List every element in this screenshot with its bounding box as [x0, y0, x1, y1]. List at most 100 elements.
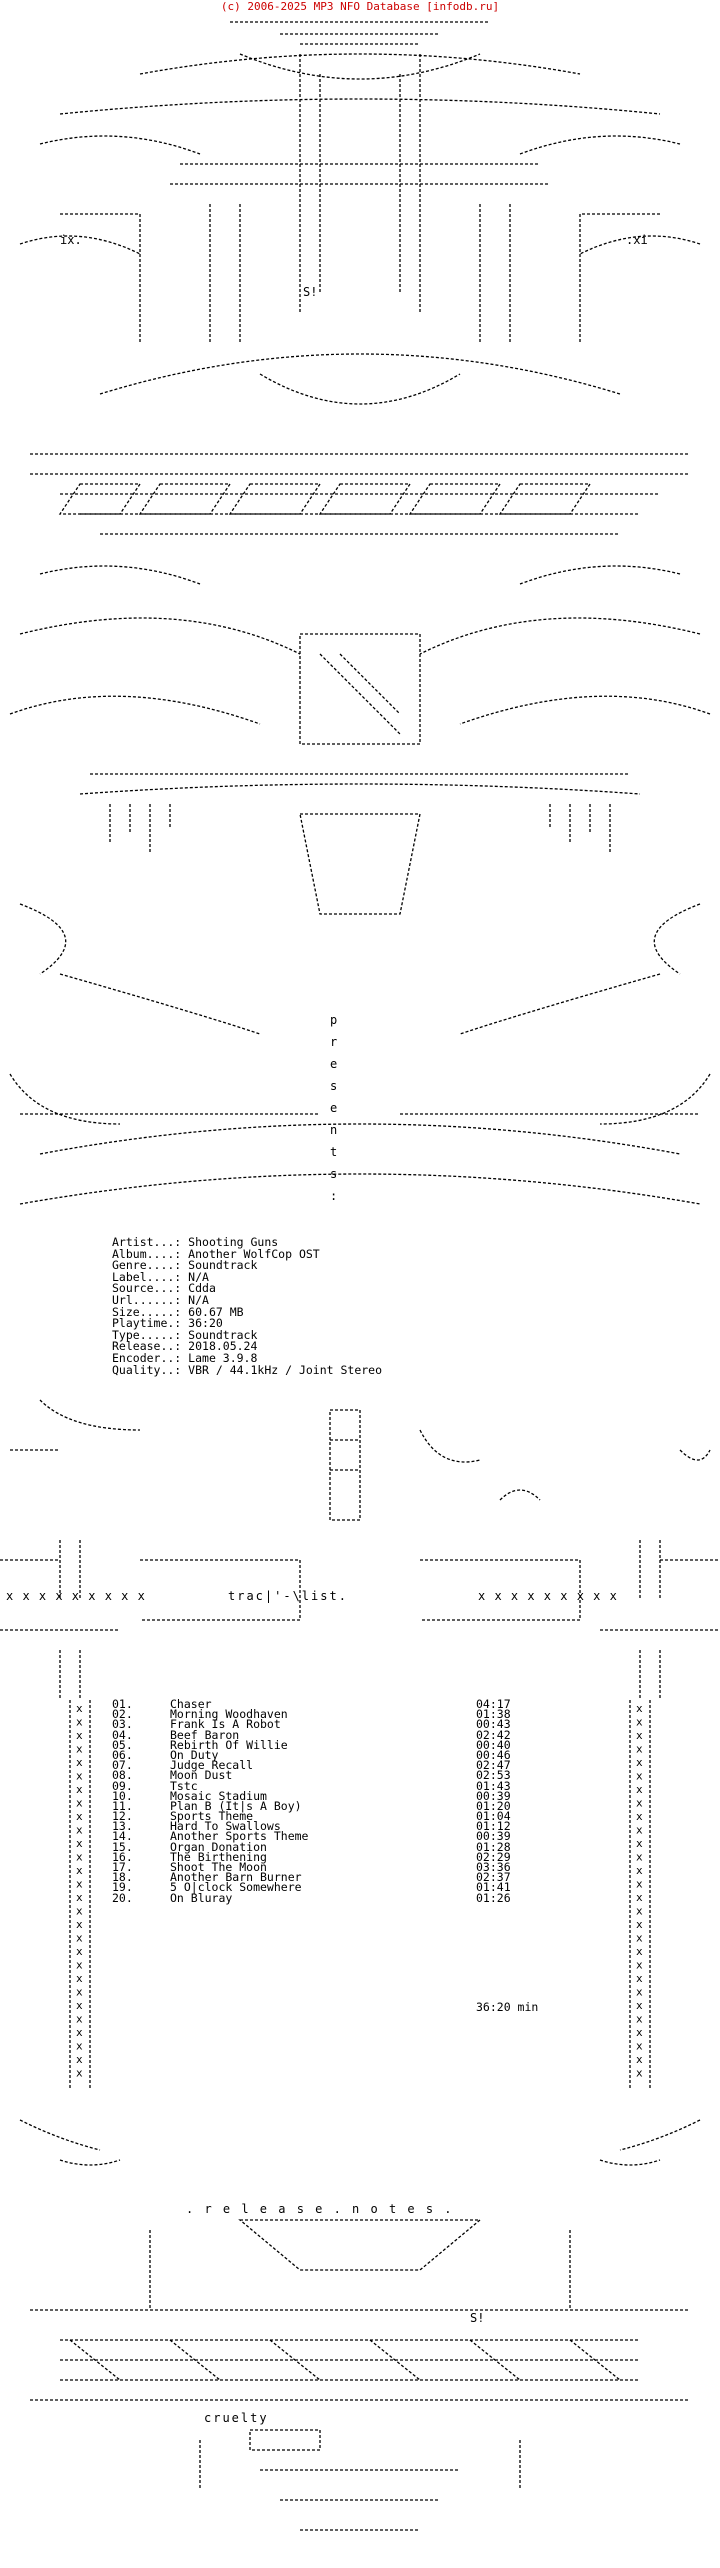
info-value: Lame 3.9.8 — [188, 1350, 258, 1365]
svg-text:r: r — [330, 1035, 337, 1049]
x-glyph: x — [636, 1851, 643, 1864]
x-glyph: x — [636, 1729, 643, 1742]
x-glyph: x — [636, 1905, 643, 1918]
x-glyph: x — [636, 1945, 643, 1958]
x-glyph: x — [636, 1824, 643, 1837]
x-glyph: x — [636, 2053, 643, 2066]
x-glyph: x — [76, 1878, 83, 1891]
info-row: Artist...: Shooting Guns — [112, 1235, 382, 1249]
x-glyph: x — [76, 1702, 83, 1715]
info-key: Size.....: — [112, 1304, 189, 1319]
track-title: Organ Donation — [170, 1839, 267, 1854]
x-glyph: x — [76, 1999, 83, 2012]
x-glyph: x — [636, 1999, 643, 2012]
info-key: Type.....: — [112, 1327, 189, 1342]
track-number: 16. — [112, 1849, 133, 1864]
copyright-header: (c) 2006-2025 MP3 NFO Database [infodb.r… — [220, 0, 500, 13]
track-number: 12. — [112, 1809, 133, 1824]
track-number: 01. — [112, 1697, 133, 1711]
total-time: 36:20 min — [476, 2000, 539, 2014]
x-glyph: x — [76, 2013, 83, 2026]
track-row: 11.Plan B (It|s A Boy)01:20 — [112, 1800, 572, 1812]
x-glyph: x — [636, 1878, 643, 1891]
x-glyph: x — [76, 1810, 83, 1823]
x-glyph: x — [636, 1702, 643, 1715]
info-value: Shooting Guns — [188, 1235, 279, 1249]
track-time: 02:47 — [476, 1758, 511, 1773]
tag-s: S! — [303, 285, 317, 299]
x-glyph: x — [76, 1986, 83, 1999]
svg-text:t: t — [330, 1145, 337, 1159]
info-key: Release..: — [112, 1339, 189, 1354]
track-number: 13. — [112, 1819, 133, 1834]
x-glyph: x — [636, 1959, 643, 1972]
ascii-art-bottom: . r e l e a s e . n o t e s . S! cruelty — [19, 2119, 701, 2531]
tag-left: ix. — [60, 233, 82, 247]
x-glyph: x — [636, 1918, 643, 1931]
track-title: Sports Theme — [170, 1809, 254, 1824]
track-title: Frank Is A Robot — [170, 1717, 281, 1732]
info-row: Album....: Another WolfCop OST — [112, 1248, 382, 1261]
x-glyph: x — [636, 1986, 643, 1999]
x-glyph: x — [76, 1918, 83, 1931]
x-glyph: x — [76, 1959, 83, 1972]
track-number: 02. — [112, 1707, 133, 1722]
track-row: 13. Hard To Swallows 01:12 — [112, 1819, 572, 1834]
x-glyph: x — [636, 1891, 643, 1904]
x-glyph: x — [76, 2040, 83, 2053]
x-glyph: x — [76, 1864, 83, 1877]
x-glyph: x — [636, 1837, 643, 1850]
track-time: 01:26 — [476, 1890, 511, 1905]
track-time: 00:39 — [476, 1829, 511, 1844]
track-title: Hard To Swallows — [170, 1819, 281, 1834]
track-time: 00:43 — [476, 1717, 511, 1732]
x-glyph: x — [636, 2067, 643, 2080]
track-number: 10. — [112, 1788, 133, 1803]
ascii-art-tracklist-header: x x x x x x x x x trac|'-\list. x x x x … — [0, 1399, 720, 1700]
track-number: 05. — [112, 1737, 133, 1752]
track-number: 15. — [112, 1839, 133, 1854]
release-notes: . r e l e a s e . n o t e s . — [186, 2202, 454, 2216]
info-value: VBR / 44.1kHz / Joint Stereo — [188, 1362, 383, 1377]
tag-s-bottom: S! — [470, 2311, 484, 2325]
info-row: Source...: Cdda — [112, 1283, 382, 1295]
info-row: Encoder..: Lame 3.9.8 — [112, 1350, 382, 1365]
info-row: Quality..: VBR / 44.1kHz / Joint Stereo — [112, 1362, 383, 1377]
track-number: 17. — [112, 1860, 133, 1874]
x-glyph: x — [76, 1972, 83, 1985]
info-key: Url......: — [112, 1292, 189, 1307]
svg-text:s: s — [330, 1167, 337, 1181]
x-glyph: x — [76, 1783, 83, 1796]
info-value: Soundtrack — [188, 1327, 258, 1342]
track-title: 5 O|clock Somewhere — [170, 1880, 302, 1895]
info-key: Quality..: — [112, 1362, 189, 1377]
info-row: Release..: 2018.05.24 — [112, 1341, 382, 1353]
x-glyph: x — [76, 2026, 83, 2039]
track-time: 04:17 — [476, 1697, 511, 1711]
info-value: 60.67 MB — [188, 1304, 244, 1319]
x-glyph: x — [636, 2013, 643, 2026]
track-number: 18. — [112, 1870, 133, 1885]
track-time: 01:12 — [476, 1819, 511, 1834]
track-time: 01:38 — [476, 1707, 511, 1722]
x-glyph: x — [76, 1851, 83, 1864]
track-title: Judge Recall — [170, 1758, 254, 1773]
svg-text:e: e — [330, 1101, 337, 1115]
x-glyph: x — [76, 1932, 83, 1945]
x-glyph: x — [76, 1837, 83, 1850]
x-glyph: x — [636, 1810, 643, 1823]
x-glyph: x — [76, 1716, 83, 1729]
x-glyph: x — [636, 1783, 643, 1796]
x-glyph: x — [76, 1729, 83, 1742]
tracklist-title: trac|'-\list. — [228, 1589, 348, 1603]
track-time: 01:43 — [476, 1778, 511, 1793]
